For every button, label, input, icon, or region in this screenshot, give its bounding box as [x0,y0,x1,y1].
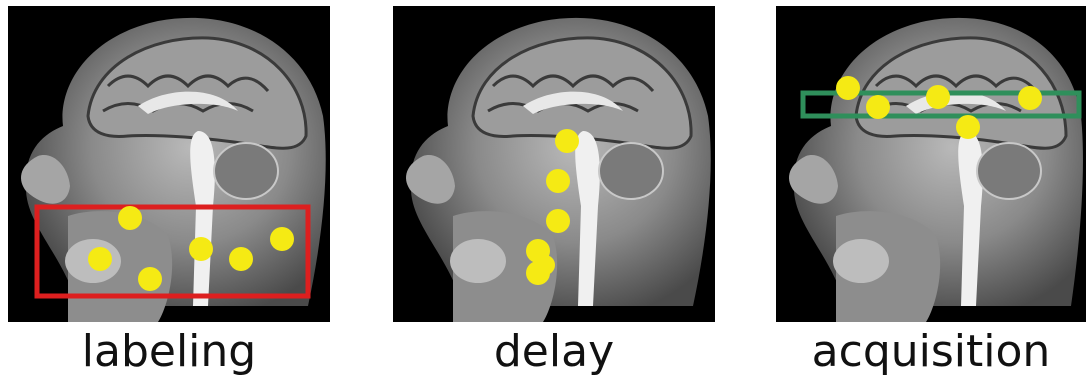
tongue-region [450,239,506,283]
spin-dot [866,95,890,119]
spin-dot [555,129,579,153]
spin-dot [229,247,253,271]
spin-dot [189,237,213,261]
spin-dot [535,255,555,275]
spin-dot [1018,86,1042,110]
spin-dot [546,169,570,193]
delay-mri-image [393,6,715,322]
caption-delay: delay [393,326,715,377]
labeling-mri-image [8,6,330,322]
cerebellum [214,143,278,199]
spin-dot [118,206,142,230]
acquisition-mri-image [776,6,1086,322]
cerebellum [977,143,1041,199]
spin-dot [88,247,112,271]
spin-dot [546,209,570,233]
caption-acquisition: acquisition [776,326,1086,377]
spin-dot [956,115,980,139]
spin-dot [836,76,860,100]
caption-labeling: labeling [8,326,330,377]
spin-dot [926,85,950,109]
spin-dot [270,227,294,251]
delay-panel [393,6,715,322]
labeling-panel [8,6,330,322]
acquisition-panel [776,6,1086,322]
cerebellum [599,143,663,199]
spin-dot [138,267,162,291]
tongue-region [833,239,889,283]
